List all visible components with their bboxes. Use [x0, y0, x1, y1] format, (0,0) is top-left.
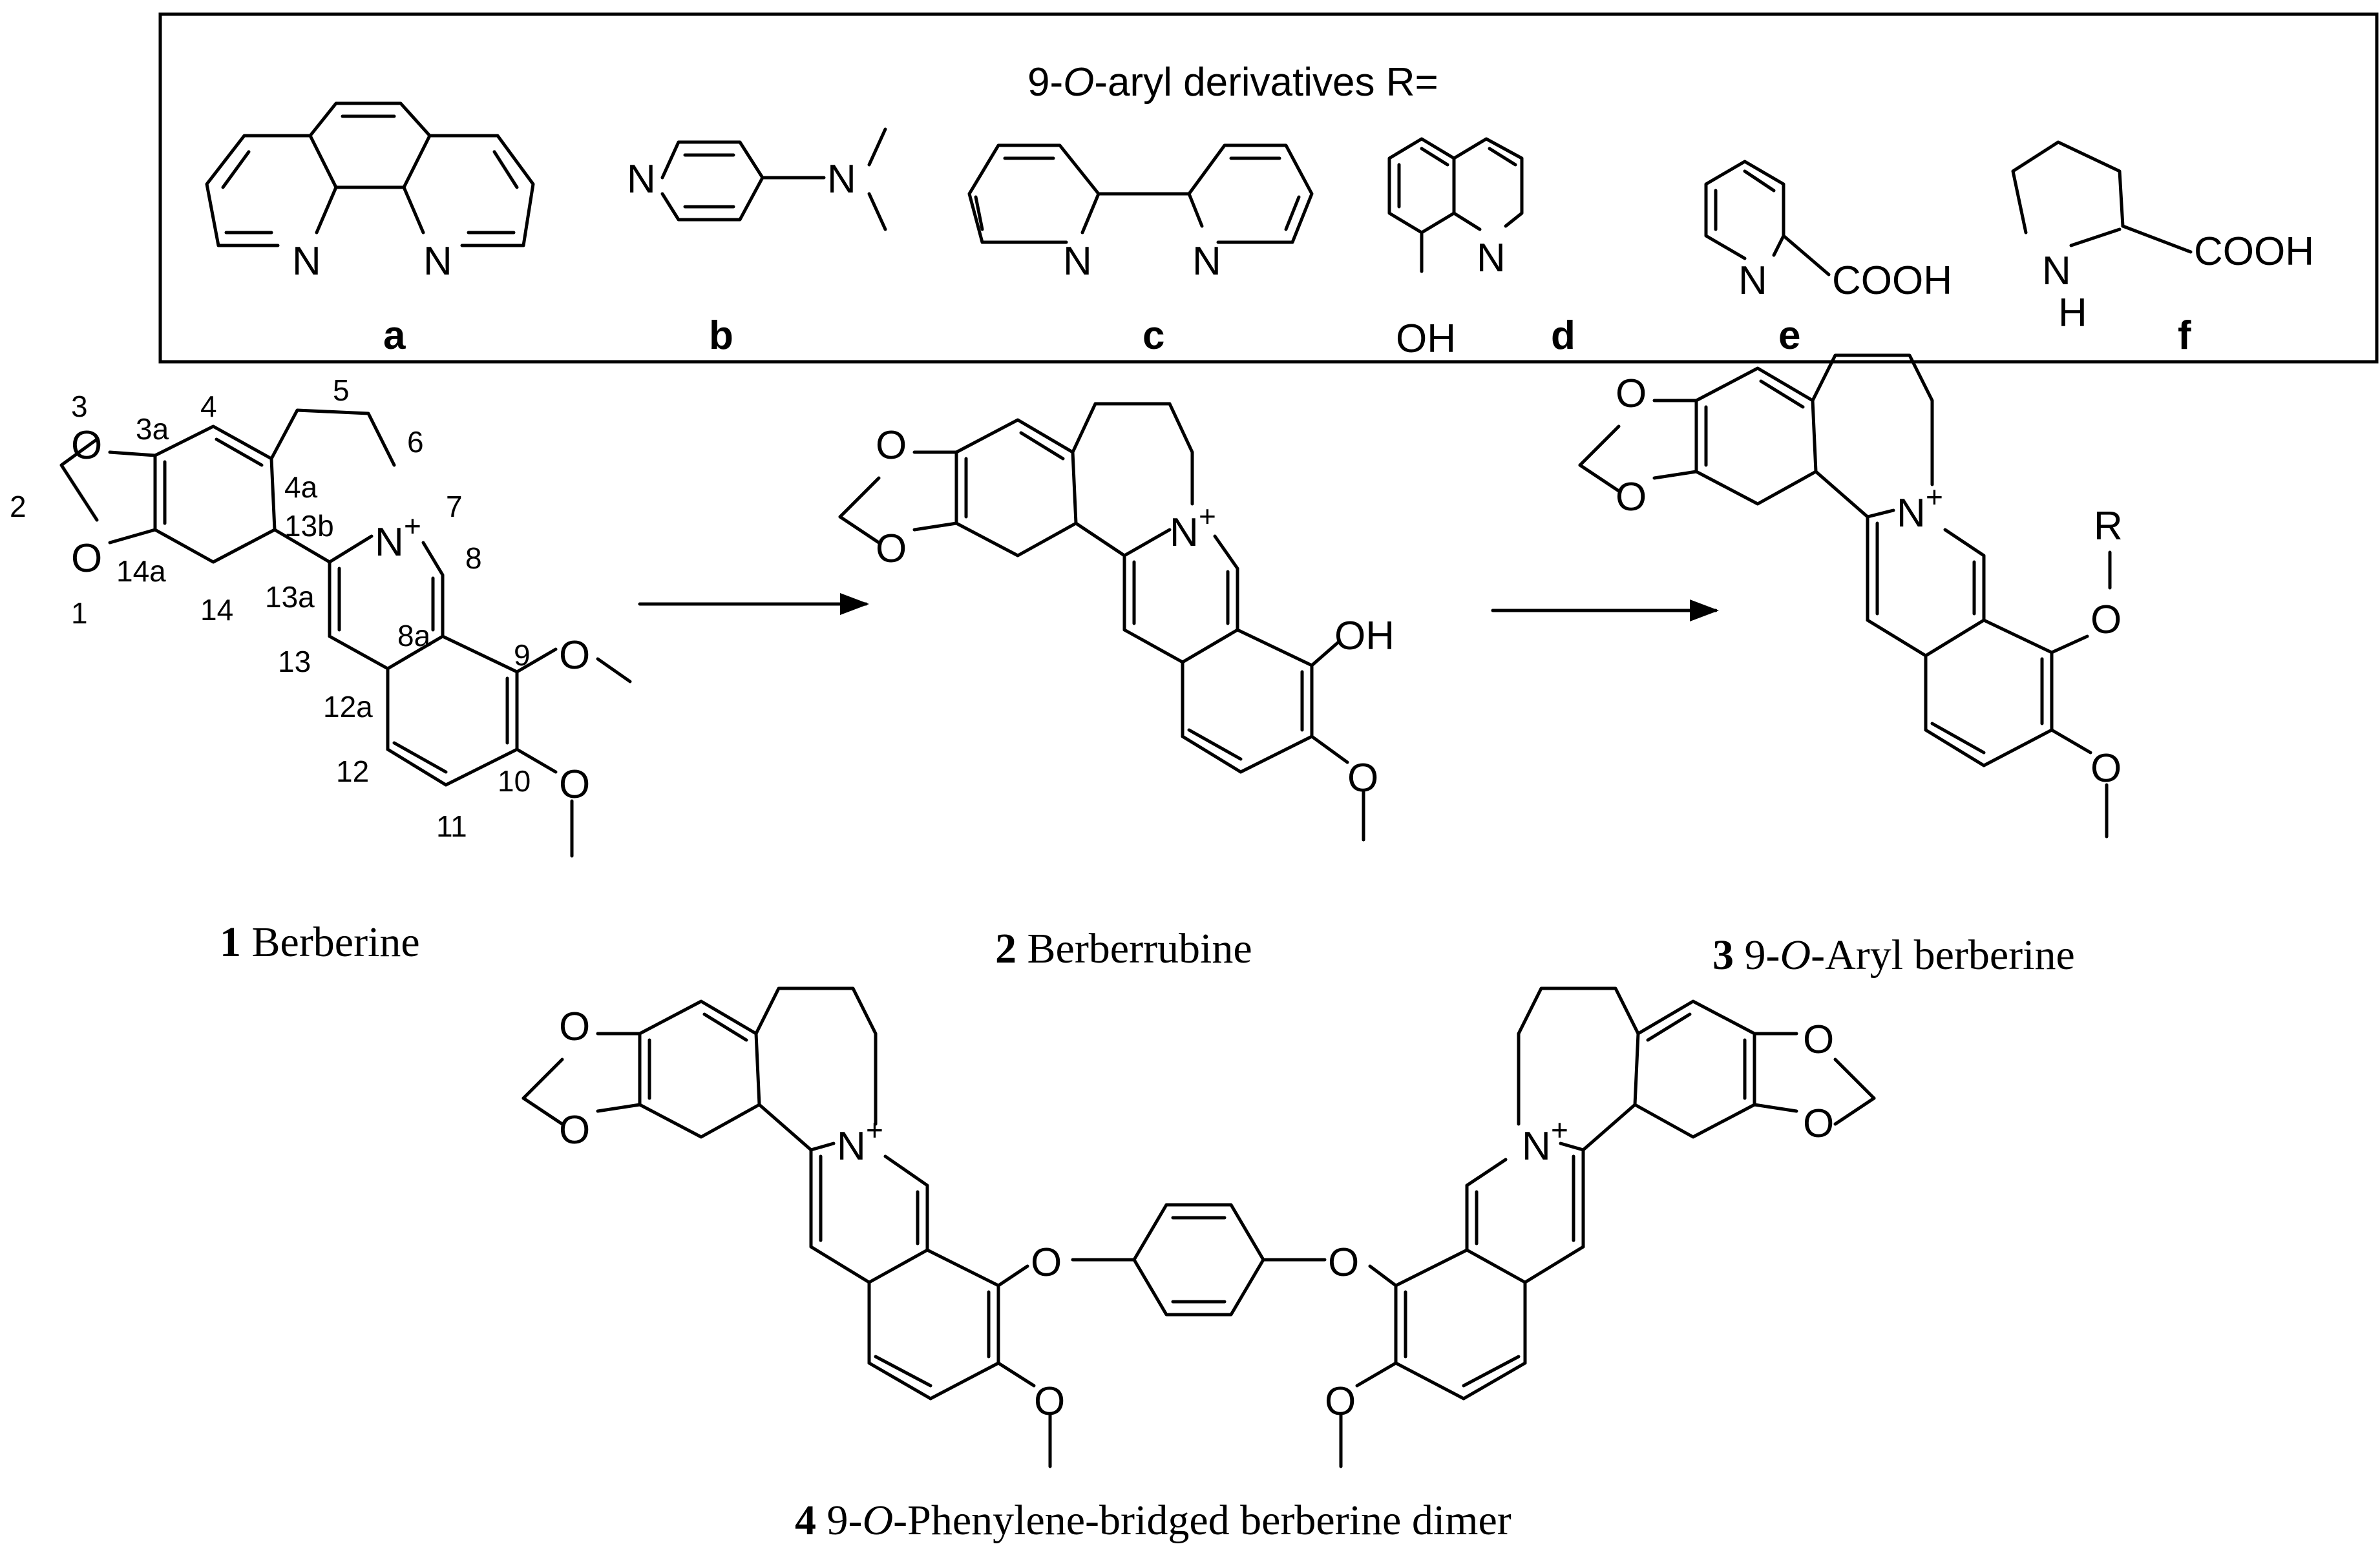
locant-8a: 8a [397, 619, 431, 652]
locant-8: 8 [465, 541, 482, 575]
panel-frame [158, 12, 2379, 364]
charge-plus: + [404, 509, 421, 543]
phenanthroline-structure: N N a [205, 101, 535, 358]
atom-n: N [1738, 258, 1767, 303]
locant-4: 4 [200, 390, 217, 423]
atom-o: O [559, 762, 590, 807]
dimer-structure: O O N + O O O O N + O O [521, 986, 1876, 1468]
carboxyl-label: COOH [1832, 258, 1952, 303]
berberine-structure: O O N + O O 1 2 3 3a 4 4a 5 6 7 8 8a 9 1… [10, 373, 632, 858]
atom-h: H [2058, 291, 2087, 335]
substituent-label-d: d [1551, 313, 1575, 358]
locant-7: 7 [446, 490, 463, 523]
locant-11: 11 [436, 809, 467, 843]
atom-n: N [1522, 1124, 1551, 1169]
atom-n: N [1170, 510, 1199, 555]
picolinic-acid-structure: N COOH e [1704, 160, 1952, 358]
berberrubine-structure: O O N + OH O [838, 402, 1395, 842]
atom-o: O [1616, 475, 1647, 519]
reaction-arrow [638, 593, 869, 615]
charge-plus: + [866, 1113, 883, 1147]
substituent-label-c: c [1143, 313, 1164, 358]
atom-o: O [559, 1108, 590, 1152]
locant-14: 14 [200, 593, 233, 627]
hydroxyl-label: OH [1334, 614, 1395, 658]
caption-dimer: 4 9-O-Phenylene-bridged berberine dimer [795, 1497, 1511, 1544]
caption-berberrubine: 2 Berberrubine [995, 925, 1252, 972]
atom-o: O [1034, 1379, 1065, 1424]
locant-10: 10 [498, 764, 531, 798]
locant-14a: 14a [116, 554, 166, 588]
atom-n: N [2042, 249, 2071, 293]
reaction-arrow [1491, 599, 1719, 621]
substituent-panel: 9-O-aryl derivatives R= N N a [158, 12, 2379, 364]
atom-o: O [2090, 746, 2122, 791]
locant-2: 2 [10, 490, 26, 523]
atom-o: O [876, 526, 907, 571]
panel-header: 9-O-aryl derivatives R= [1027, 60, 1438, 105]
substituent-label-b: b [709, 313, 733, 358]
locant-13b: 13b [284, 509, 334, 543]
locant-5: 5 [333, 373, 350, 407]
locant-13a: 13a [265, 580, 315, 614]
carboxyl-label: COOH [2194, 229, 2314, 274]
atom-n: N [375, 520, 404, 565]
locant-12a: 12a [323, 690, 373, 724]
atom-o: O [1325, 1379, 1356, 1424]
atom-n: N [837, 1124, 866, 1169]
atom-o: O [1031, 1240, 1062, 1285]
substituent-label-f: f [2178, 313, 2191, 358]
locant-12: 12 [336, 755, 369, 788]
atom-n: N [1192, 239, 1221, 284]
charge-plus: + [1926, 480, 1943, 514]
atom-n: N [1063, 239, 1092, 284]
atom-n: N [627, 157, 656, 202]
locant-6: 6 [407, 425, 424, 459]
locant-4a: 4a [284, 470, 318, 504]
locant-3a: 3a [136, 412, 169, 446]
atom-o: O [559, 633, 590, 678]
atom-o: O [1328, 1240, 1359, 1285]
atom-o: O [2090, 598, 2122, 642]
atom-n: N [1897, 491, 1926, 536]
locant-3: 3 [71, 390, 88, 423]
atom-o: O [71, 536, 102, 581]
locant-1: 1 [71, 596, 88, 630]
substituent-label-e: e [1778, 313, 1800, 358]
locant-9: 9 [514, 638, 531, 672]
atom-o: O [71, 423, 102, 468]
substituent-label-a: a [383, 313, 406, 358]
proline-structure: N H COOH f [2011, 140, 2314, 358]
atom-n: N [292, 239, 321, 284]
caption-berberine: 1 Berberine [220, 919, 420, 966]
bipyridine-structure: N N c [967, 143, 1314, 358]
aryl-berberine-structure: O O N + R O O [1578, 353, 2123, 839]
atom-n: N [1477, 236, 1506, 280]
caption-aryl-berberine: 3 9-O-Aryl berberine [1712, 932, 2075, 979]
atom-o: O [1803, 1101, 1834, 1146]
atom-o: O [1347, 756, 1378, 800]
atom-o: O [876, 423, 907, 468]
atom-o: O [1803, 1017, 1834, 1062]
dmap-structure: N N b [627, 127, 887, 358]
hydroxyl-label: OH [1396, 317, 1456, 361]
atom-o: O [559, 1005, 590, 1049]
charge-plus: + [1199, 499, 1216, 533]
atom-n: N [423, 239, 452, 284]
charge-plus: + [1551, 1113, 1568, 1147]
substituent-r: R [2094, 504, 2123, 548]
atom-n: N [827, 157, 856, 202]
locant-13: 13 [278, 645, 311, 678]
atom-o: O [1616, 371, 1647, 416]
hydroxyquinoline-structure: N OH d [1387, 137, 1575, 361]
